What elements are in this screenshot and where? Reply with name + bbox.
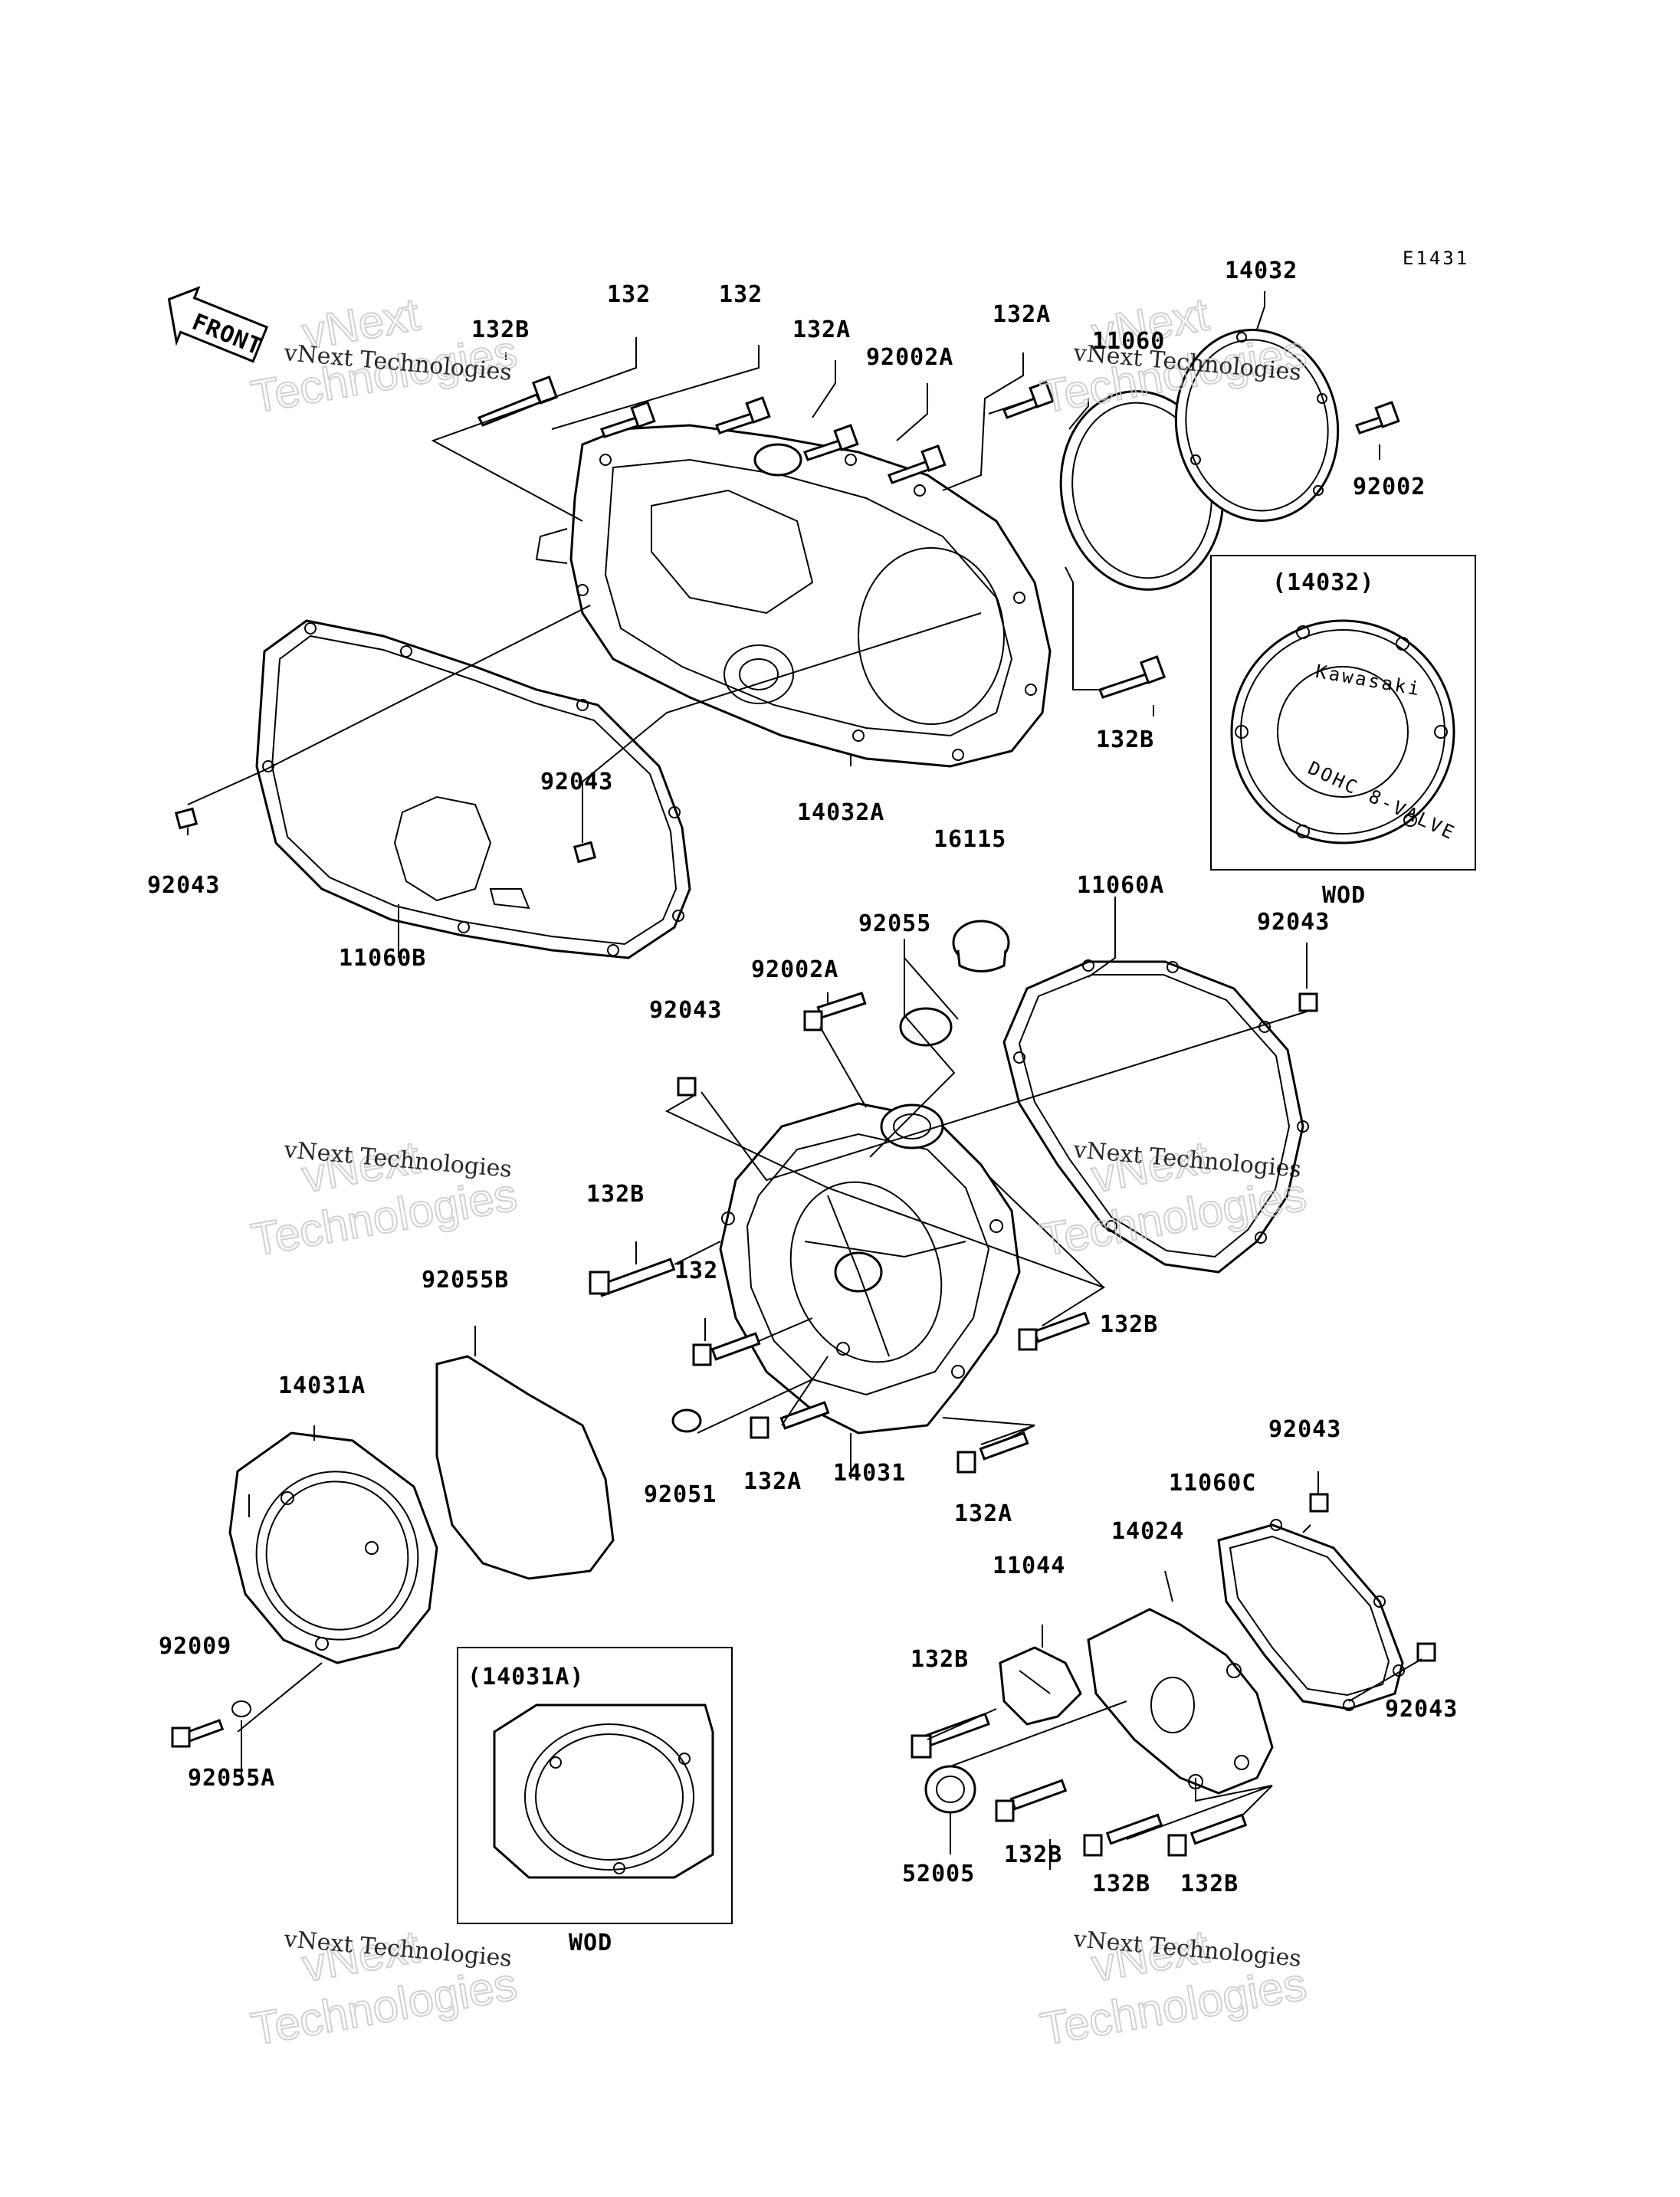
label-92002A: 92002A (751, 956, 838, 983)
gasket-92055B (435, 1355, 615, 1580)
label-132B: 132B (1096, 726, 1154, 753)
label-14032A: 14032A (797, 799, 884, 826)
inset-14032-ref: (14032) (1272, 569, 1374, 596)
label-132B: 132B (1004, 1841, 1062, 1868)
label-132: 132 (719, 281, 763, 308)
label-92043: 92043 (540, 769, 613, 795)
label-52005: 52005 (902, 1861, 975, 1887)
label-92043: 92043 (649, 997, 722, 1024)
label-132: 132 (607, 281, 651, 308)
inset-14031A-caption: WOD (569, 1930, 612, 1956)
label-132A: 132A (993, 301, 1051, 328)
cover-14031A (228, 1431, 438, 1664)
label-11060: 11060 (1092, 328, 1165, 355)
watermark-5: vNext Technologies (247, 1920, 522, 2056)
label-132A: 132A (743, 1468, 802, 1495)
cover-14024 (1087, 1608, 1274, 1795)
oil-filler-cap-16115 (952, 920, 1010, 972)
watermark-6: vNext Technologies (1036, 1920, 1311, 2056)
leaders-lower (237, 897, 1422, 1870)
inset-14031A-ref: (14031A) (468, 1664, 585, 1690)
diagram-code: E1431 (1403, 248, 1469, 269)
label-14031: 14031 (833, 1460, 906, 1487)
label-92043: 92043 (147, 872, 220, 899)
label-11060A: 11060A (1077, 872, 1164, 899)
label-92055A: 92055A (188, 1765, 275, 1792)
label-14031A: 14031A (278, 1372, 366, 1399)
label-92043: 92043 (1257, 909, 1330, 936)
label-132A: 132A (792, 316, 851, 343)
label-132A: 132A (954, 1500, 1012, 1527)
bracket-11044 (999, 1646, 1082, 1726)
label-92055B: 92055B (422, 1267, 509, 1294)
label-132B: 132B (1180, 1871, 1239, 1897)
label-132B: 132B (1100, 1311, 1158, 1338)
label-92055: 92055 (858, 910, 931, 937)
label-92002: 92002 (1353, 474, 1426, 500)
seal-52005 (924, 1765, 976, 1814)
label-92009: 92009 (159, 1633, 231, 1660)
inset-14031A: (14031A) WOD (457, 1647, 733, 1956)
label-11060C: 11060C (1169, 1470, 1256, 1497)
label-132B: 132B (471, 316, 530, 343)
label-132B: 132B (911, 1646, 969, 1673)
label-92043: 92043 (1385, 1696, 1458, 1723)
label-14024: 14024 (1111, 1518, 1184, 1545)
front-arrow-icon: FRONT (167, 286, 269, 363)
part-labels: 132B 132 132 132A 92002A 132A 11060 1403… (147, 257, 1458, 1897)
clutch-cover-14032A (535, 424, 1052, 768)
label-132: 132 (674, 1258, 718, 1284)
label-16115: 16115 (934, 826, 1006, 853)
cover-14032 (1174, 329, 1340, 522)
label-92051: 92051 (644, 1481, 717, 1508)
label-14032: 14032 (1225, 257, 1298, 284)
watermark-3: vNext Technologies (247, 1130, 522, 1267)
inset-14032-caption: WOD (1322, 882, 1366, 909)
label-132B: 132B (586, 1181, 645, 1208)
o-ring-92055 (899, 1007, 953, 1047)
label-92043: 92043 (1268, 1416, 1341, 1443)
gasket-11060B (255, 619, 691, 959)
leaders-upper (187, 291, 1380, 958)
bolts-upper (174, 375, 1400, 864)
label-132B: 132B (1092, 1871, 1150, 1897)
label-92002A: 92002A (866, 344, 953, 371)
label-11044: 11044 (993, 1553, 1065, 1579)
gasket-11060C (1217, 1519, 1405, 1711)
inset-14032: (14032) Kawasaki DOHC 8-VALVE WOD (1210, 555, 1476, 909)
label-11060B: 11060B (339, 945, 426, 972)
bolts-lower (171, 992, 1436, 1857)
clutch-cover-14031 (719, 1102, 1021, 1435)
